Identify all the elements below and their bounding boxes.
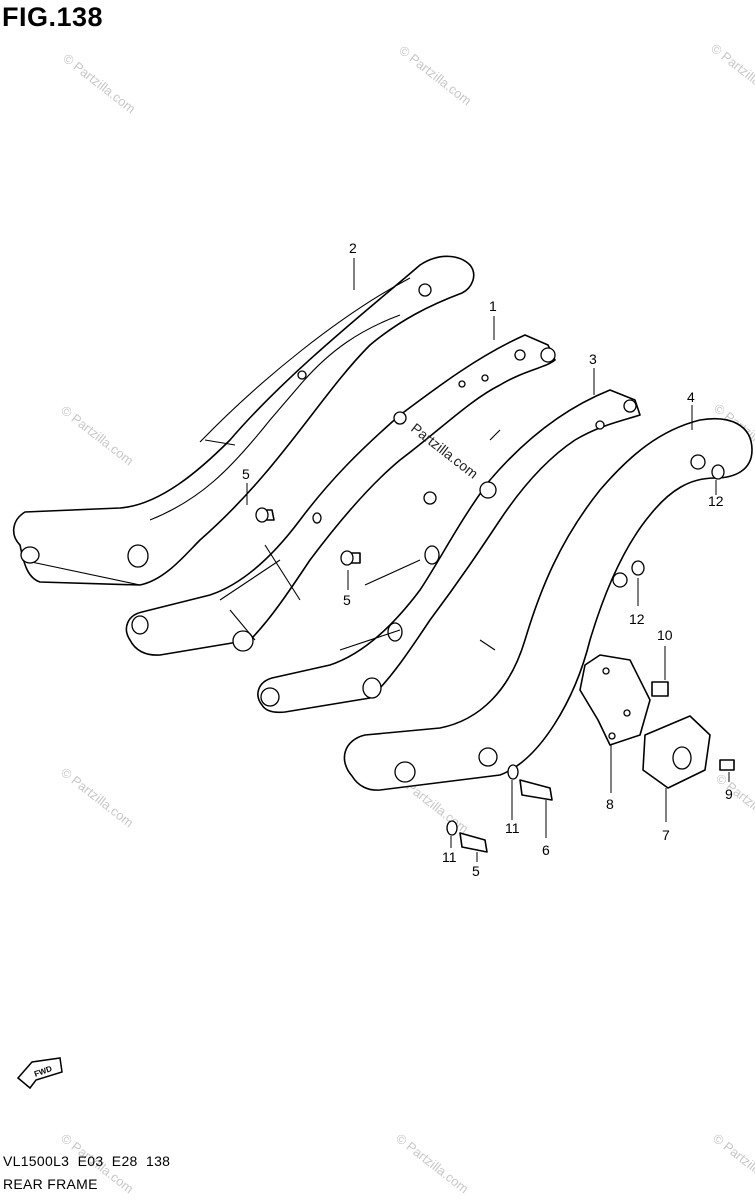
- part-5-bolt: [459, 832, 488, 853]
- watermark: © Partzilla.com: [713, 771, 755, 837]
- watermark: © Partzilla.com: [58, 765, 136, 831]
- callout-6: 6: [542, 842, 550, 858]
- part-9-bolt: [719, 759, 735, 771]
- callout-12: 12: [708, 493, 724, 509]
- callout-12: 12: [629, 611, 645, 627]
- callout-5: 5: [472, 863, 480, 879]
- figure-title: FIG.138: [2, 2, 104, 32]
- watermark: © Partzilla.com: [710, 1131, 755, 1197]
- part-6-bolt: [519, 779, 553, 801]
- part-2-rear-frame-outer: [12, 255, 475, 586]
- part-10-bolt: [651, 681, 669, 697]
- part-11-washer: [446, 764, 519, 836]
- callout-11: 11: [505, 820, 520, 836]
- part-5-bolt: [340, 550, 361, 566]
- callout-1: 1: [489, 298, 497, 314]
- callout-11: 11: [442, 849, 457, 865]
- callout-2: 2: [349, 240, 357, 256]
- part-8-bracket: [579, 654, 651, 746]
- part-3-rear-frame: [257, 389, 641, 714]
- callout-8: 8: [606, 796, 614, 812]
- callout-4: 4: [687, 389, 695, 405]
- callout-3: 3: [589, 351, 597, 367]
- watermark: © Partzilla.com: [58, 403, 136, 469]
- callout-5: 5: [242, 466, 250, 482]
- section-name: REAR FRAME: [3, 1176, 98, 1192]
- part-1-rear-frame: [125, 334, 556, 656]
- watermark: © Partzilla.com: [393, 1131, 471, 1197]
- callout-7: 7: [662, 827, 670, 843]
- watermark: © Partzilla.com: [396, 43, 474, 109]
- callout-10: 10: [657, 627, 673, 643]
- callout-5: 5: [343, 592, 351, 608]
- part-12-washer: [631, 464, 725, 576]
- leader-lines: [246, 258, 730, 862]
- callout-labels: 2 1 3 4 5 5 12 12 10 8 7 9 11 6 11 5: [242, 240, 733, 879]
- callout-9: 9: [725, 786, 733, 802]
- watermark: © Partzilla.com: [60, 51, 138, 117]
- fwd-arrow-icon: FWD: [16, 1057, 63, 1090]
- part-5-bolt: [255, 507, 275, 523]
- part-4-rear-frame-outer: [343, 418, 753, 791]
- part-7-cushion: [642, 715, 711, 789]
- model-code: VL1500L3 E03 E28 138: [3, 1153, 171, 1169]
- watermark: © Partzilla.com: [708, 41, 755, 107]
- watermark-center: Partzilla.com: [408, 420, 481, 482]
